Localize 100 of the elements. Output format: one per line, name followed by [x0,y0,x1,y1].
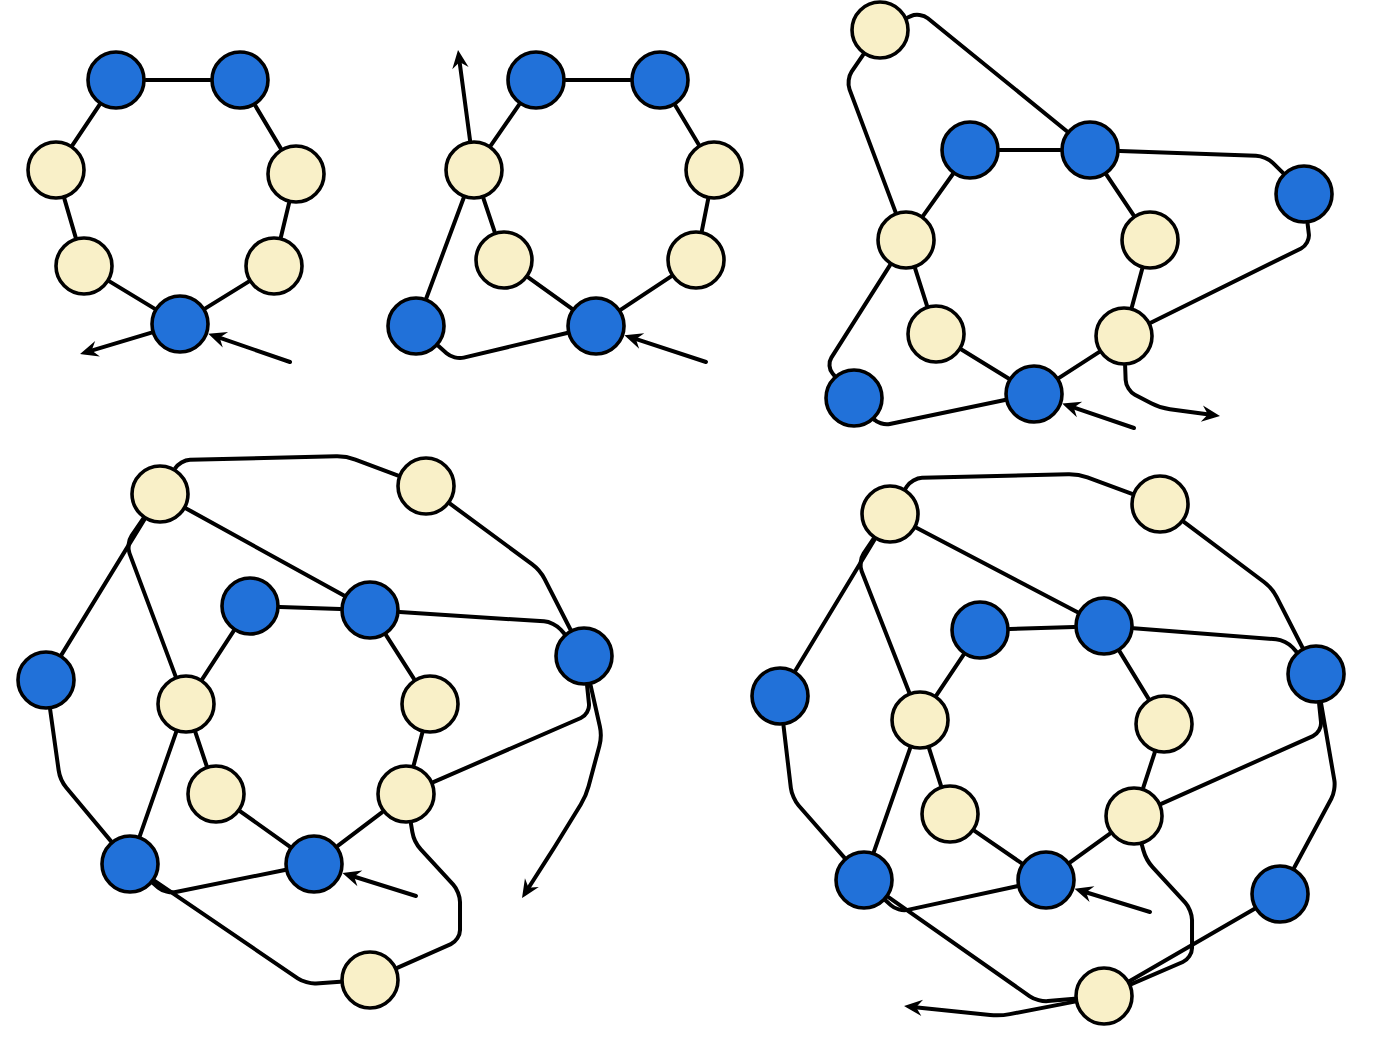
connector-line [203,279,251,311]
circle-node [666,230,726,290]
circle-node [26,140,86,200]
circle-node [386,296,446,356]
connector-line [1007,624,1077,632]
circle-node [156,674,216,734]
connector-line [48,707,113,844]
connector-line [277,605,343,611]
circle-node [150,294,210,354]
connector-line [972,828,1024,866]
connector-line [488,102,522,148]
connector-line [395,821,462,970]
circle-node [54,236,114,296]
circle-node [684,140,744,200]
circle-node [210,50,270,110]
connector-line [1104,172,1136,218]
connector-line [1127,906,1257,984]
circle-node [100,834,160,894]
connector-line [526,275,574,311]
circle-node [1060,120,1120,180]
circle-node [244,236,304,296]
circle-node [1286,644,1346,704]
circle-node [850,0,910,60]
circle-node [86,50,146,110]
connector-line [150,867,287,895]
connector-line [384,633,416,681]
connector-line [781,723,847,860]
circle-node [1094,306,1154,366]
connector-line [1292,701,1337,870]
circle-node [186,764,246,824]
circle-node [920,784,980,844]
connector-line [436,330,570,361]
connector-line [903,472,1135,496]
connector-line [126,516,178,679]
connector-line [563,78,633,82]
connector-line [871,398,1007,427]
connector-line [921,172,955,218]
connector-line [827,263,893,378]
circle-node [474,230,534,290]
connector-line [883,884,1019,913]
circle-node [400,674,460,734]
connector-line [846,52,898,215]
connector-line [913,266,929,308]
circle-node [950,600,1010,660]
connector-line [172,454,401,478]
connector-line [934,652,966,698]
connector-line [1181,519,1305,650]
connector-line [431,683,592,785]
circle-node [750,666,810,726]
circle-node [1004,364,1064,424]
connector-line [699,197,711,233]
connector-line [107,279,157,311]
circle-node [1016,850,1076,910]
circle-node [284,834,344,894]
connector-line [152,878,343,986]
connector-line [1117,649,1151,701]
connector-line [905,12,1069,134]
connector-line [184,506,346,598]
connector-line [143,78,213,82]
circle-node [1120,210,1180,270]
circle-node [340,580,400,640]
circle-node [130,464,190,524]
connector-line [238,809,292,849]
connector-line [448,501,573,632]
connector-line [871,746,913,854]
circle-node [834,850,894,910]
circle-node [340,950,400,1010]
connector-line [997,148,1063,152]
connector-line [1129,266,1145,310]
connector-line [1159,701,1324,806]
connector-line [1057,350,1101,380]
circle-node [1134,694,1194,754]
circle-node [940,120,1000,180]
circle-node [630,50,690,110]
circle-node [1104,786,1164,846]
connector-line [137,730,179,838]
circle-node [444,140,504,200]
circle-node [906,304,966,364]
connector-line [335,810,385,848]
connector-line [858,536,912,695]
connector-line [1141,750,1157,790]
connector-line [1117,149,1285,175]
circle-node [506,50,566,110]
connector-line [618,274,674,312]
circle-node [876,210,936,270]
circle-node [1130,474,1190,534]
circle-node [1074,596,1134,656]
connector-line [793,537,877,673]
connector-line [673,103,701,147]
connector-line [278,201,292,239]
circle-node [16,650,76,710]
connector-line [397,609,567,636]
connector-line [959,347,1011,381]
connector-line [411,730,425,768]
connector-line [481,196,497,234]
connector-line [200,628,236,682]
connector-line [1129,842,1194,987]
connector-line [193,730,209,768]
connector-line [253,103,283,151]
connector-line [424,195,466,301]
